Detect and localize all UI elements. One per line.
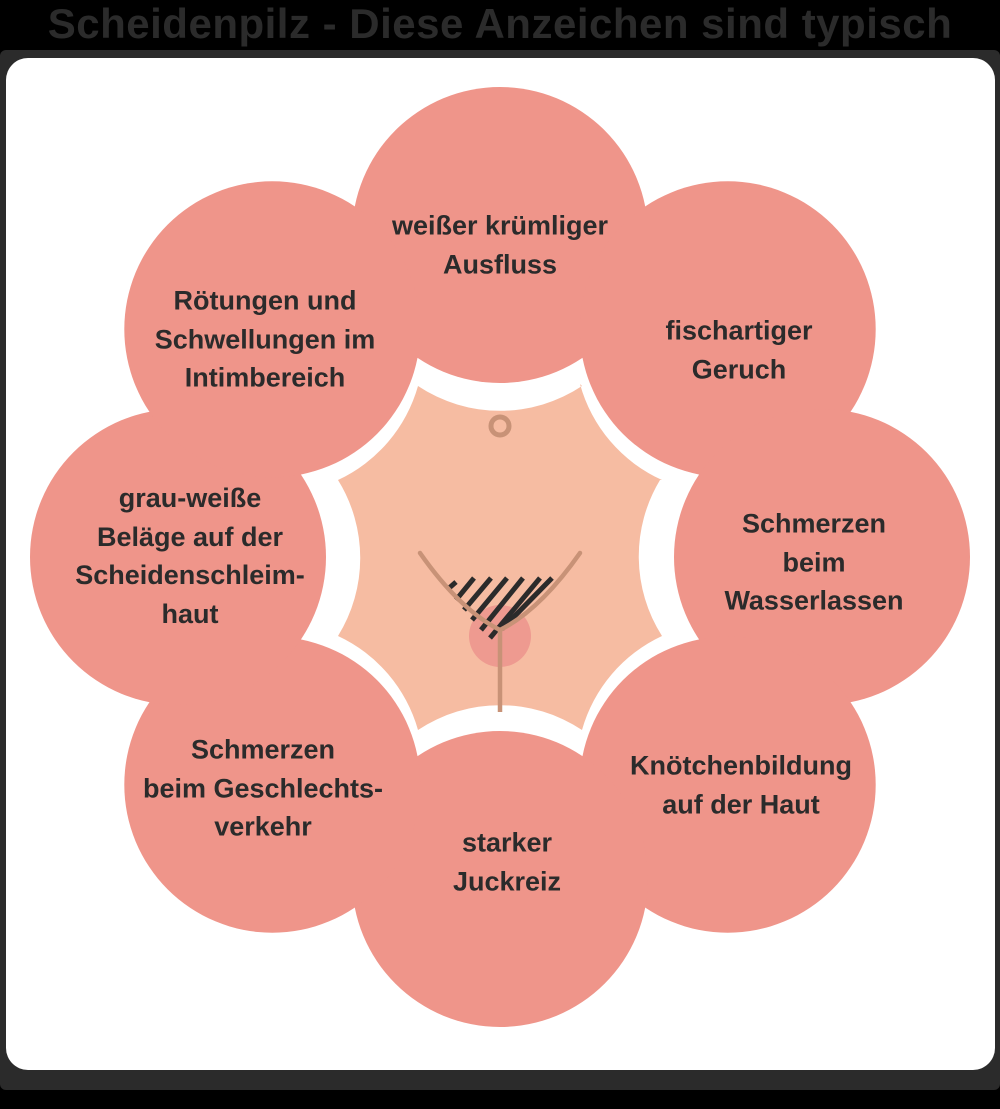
symptom-label-bottom: starker Juckreiz	[452, 827, 562, 897]
petal-top-left	[124, 181, 421, 478]
skin-area	[338, 384, 662, 730]
petal-top	[352, 87, 648, 383]
symptom-label-bottom-left: Schmerzen beim Geschlechts- verkehr	[142, 734, 384, 842]
symptom-label-bottom-right: Knötchenbildung auf der Haut	[630, 750, 852, 820]
symptom-label-left: grau-weiße Beläge auf der Scheidenschlei…	[75, 483, 305, 629]
petal-right	[674, 409, 970, 705]
symptom-label-right: Schmerzen beim Wasserlassen	[724, 508, 904, 616]
page-title: Scheidenpilz - Diese Anzeichen sind typi…	[47, 0, 953, 47]
petals	[30, 87, 970, 1027]
petal-top-right	[579, 181, 876, 478]
symptom-label-top-right: fischartiger Geruch	[665, 315, 813, 385]
symptom-label-top: weißer krümliger Ausfluss	[391, 210, 609, 280]
petal-left	[30, 409, 326, 705]
navel-icon	[488, 414, 512, 438]
petal-bottom-left	[124, 636, 421, 933]
petal-bottom-right	[579, 636, 876, 933]
symptom-label-top-left: Rötungen und Schwellungen im Intimbereic…	[154, 285, 376, 393]
petal-bottom	[352, 731, 648, 1027]
